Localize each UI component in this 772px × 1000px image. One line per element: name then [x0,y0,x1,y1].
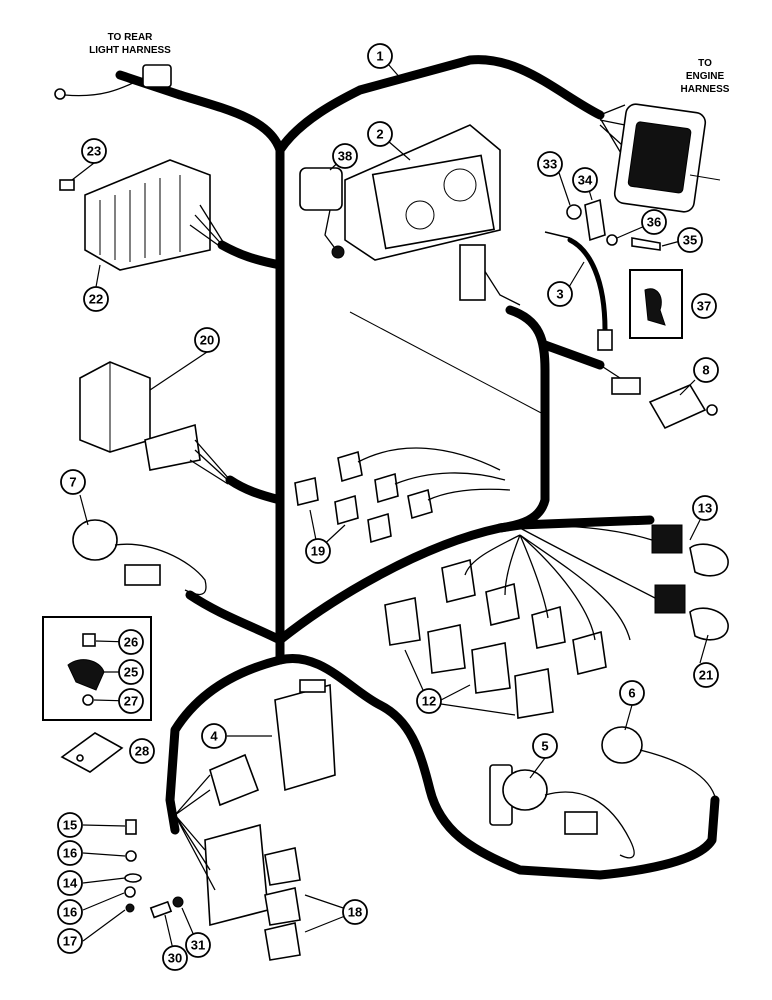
key-switch [489,764,635,859]
callout-13: 13 [692,495,718,521]
svg-text:23: 23 [87,144,101,159]
callout-16a: 16 [57,840,83,866]
tachometer-cable [544,231,613,351]
callout-25: 25 [118,659,144,685]
svg-text:5: 5 [541,739,548,754]
svg-text:22: 22 [89,292,103,307]
svg-text:25: 25 [124,665,138,680]
notes: TO REAR LIGHT HARNESS TO ENGINE HARNESS [89,32,730,95]
fuse [59,179,75,191]
callout-15: 15 [57,812,83,838]
callout-37: 37 [691,293,717,319]
instrument-cluster [344,124,521,306]
callouts: 1 2 3 4 5 6 7 8 12 13 14 15 16 16 17 18 … [57,43,719,971]
callout-23: 23 [81,138,107,164]
svg-text:27: 27 [124,694,138,709]
svg-text:35: 35 [683,233,697,248]
callout-2: 2 [367,121,393,147]
callout-7: 7 [60,469,86,495]
svg-text:26: 26 [124,635,138,650]
callout-5: 5 [532,733,558,759]
svg-text:19: 19 [311,544,325,559]
warning-lamp [299,167,345,259]
callout-14: 14 [57,870,83,896]
svg-text:16: 16 [63,905,77,920]
probe-wire [349,311,546,416]
callout-16b: 16 [57,899,83,925]
callout-20: 20 [194,327,220,353]
engine-note-line3: HARNESS [681,84,730,95]
rear-light-connector [54,64,172,100]
fastener-hardware [124,819,184,919]
svg-text:17: 17 [63,934,77,949]
main-harness [115,55,720,880]
engine-note-line1: TO [698,58,712,69]
callout-35: 35 [677,227,703,253]
callout-3: 3 [547,281,573,307]
svg-text:3: 3 [556,287,563,302]
svg-text:21: 21 [699,668,713,683]
light-switch [601,726,717,801]
svg-text:8: 8 [702,363,709,378]
callout-27: 27 [118,688,144,714]
svg-text:38: 38 [338,149,352,164]
svg-text:13: 13 [698,501,712,516]
callout-17: 17 [57,928,83,954]
svg-text:31: 31 [191,938,205,953]
callout-34: 34 [572,167,598,193]
rear-light-note-line1: TO REAR [108,32,154,43]
callout-6: 6 [619,680,645,706]
right-connectors [519,524,729,641]
callout-36: 36 [641,209,667,235]
svg-text:18: 18 [348,905,362,920]
callout-22: 22 [83,286,109,312]
callout-18: 18 [342,899,368,925]
svg-text:6: 6 [628,686,635,701]
callout-8: 8 [693,357,719,383]
rear-light-note-line2: LIGHT HARNESS [89,45,171,56]
svg-text:15: 15 [63,818,77,833]
svg-text:20: 20 [200,333,214,348]
callout-4: 4 [201,723,227,749]
callout-12: 12 [416,688,442,714]
svg-text:30: 30 [168,951,182,966]
fuse-block [84,159,226,271]
svg-text:7: 7 [69,475,76,490]
callout-21: 21 [693,662,719,688]
svg-text:14: 14 [63,876,78,891]
callout-31: 31 [185,932,211,958]
engine-harness-connector [599,103,721,213]
clip-inset [629,269,683,339]
callout-26: 26 [118,629,144,655]
engine-note-line2: ENGINE [686,71,725,82]
connector-group [294,447,511,544]
rotary-switch [72,519,207,596]
lower-fuse-panel [174,753,301,961]
callout-19: 19 [305,538,331,564]
svg-text:33: 33 [543,157,557,172]
callout-28: 28 [129,738,155,764]
svg-text:36: 36 [647,215,661,230]
svg-text:2: 2 [376,127,383,142]
svg-text:1: 1 [376,49,383,64]
ground-strap [60,732,124,773]
svg-text:34: 34 [578,173,593,188]
relay-cluster [384,534,631,719]
callout-33: 33 [537,151,563,177]
callout-1: 1 [367,43,393,69]
svg-text:28: 28 [135,744,149,759]
svg-text:37: 37 [697,299,711,314]
sender-unit [599,364,718,430]
svg-text:4: 4 [210,729,218,744]
callout-30: 30 [162,945,188,971]
mounting-hardware [566,198,661,251]
callout-38: 38 [332,143,358,169]
control-module [274,679,336,792]
svg-text:16: 16 [63,846,77,861]
flasher-unit [79,361,231,485]
svg-text:12: 12 [422,694,436,709]
